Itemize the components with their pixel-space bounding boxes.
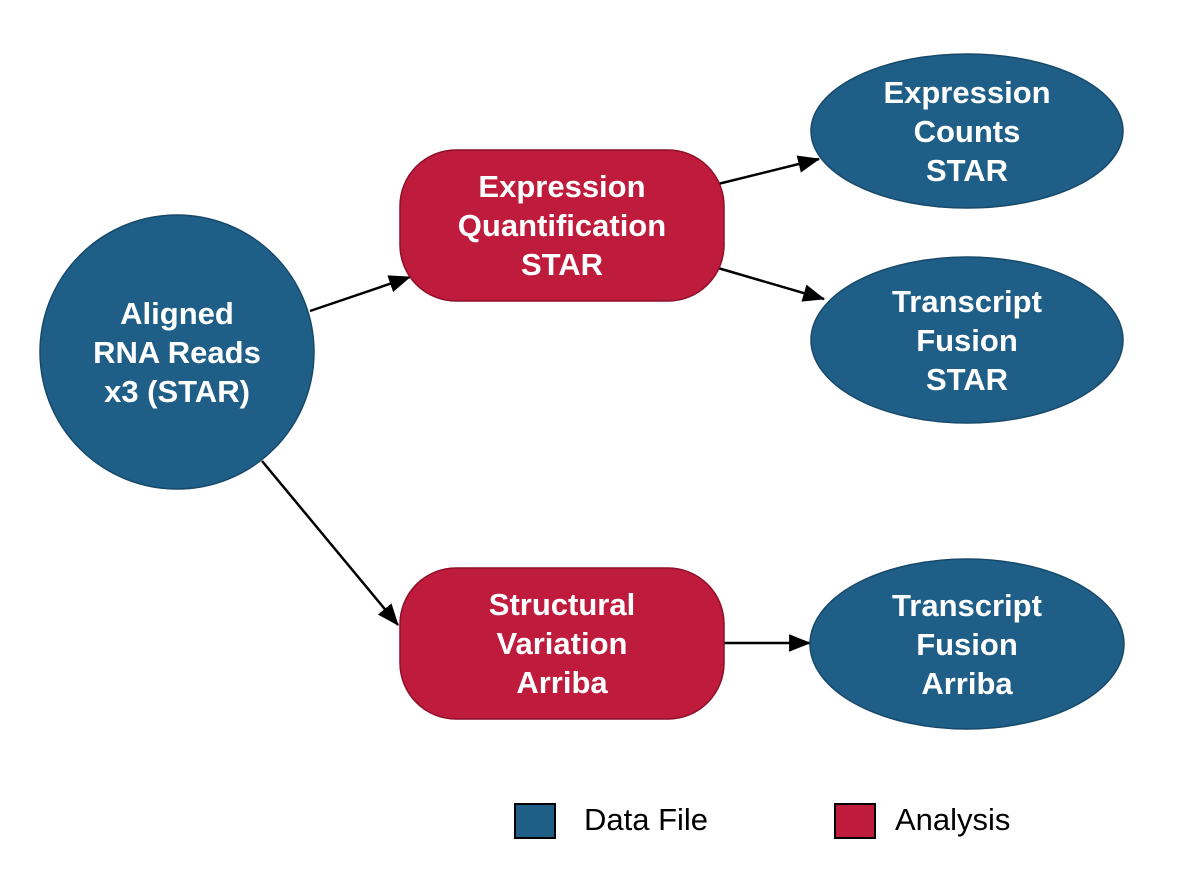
label-line: Expression — [883, 74, 1051, 110]
label-line: Fusion — [916, 322, 1018, 358]
node-structural-variation — [399, 567, 725, 720]
node-expression-quant — [399, 149, 725, 302]
label-aligned-reads: Aligned RNA Reads x3 (STAR) — [40, 215, 314, 489]
label-line: Arriba — [921, 665, 1013, 701]
edge-reads-to-sv — [261, 460, 399, 626]
label-transcript-fusion-arriba: Transcript Fusion Arriba — [810, 566, 1124, 722]
label-line: Variation — [496, 626, 628, 661]
label-structural-variation: Structural Variation Arriba — [400, 568, 724, 719]
label-line: Fusion — [916, 626, 1018, 662]
label-line: STAR — [520, 247, 604, 282]
node-transcript-fusion-arriba — [809, 558, 1125, 730]
label-line: Quantification — [457, 208, 667, 243]
label-expression-quant: Expression Quantification STAR — [400, 150, 724, 301]
edge-quant-to-counts — [717, 155, 821, 186]
label-line: Aligned — [120, 295, 234, 331]
node-transcript-fusion-star — [810, 256, 1124, 424]
edge-quant-to-fusion-star — [717, 266, 826, 302]
label-line: Expression — [478, 169, 646, 204]
label-line: x3 (STAR) — [104, 373, 250, 409]
node-aligned-reads — [39, 214, 315, 490]
label-line: Transcript — [892, 587, 1042, 623]
node-expression-counts — [810, 53, 1124, 209]
label-transcript-fusion-star: Transcript Fusion STAR — [811, 262, 1123, 418]
legend-label-data-file: Data File — [584, 802, 709, 837]
label-line: Structural — [488, 587, 636, 622]
label-expression-counts: Expression Counts STAR — [811, 54, 1123, 208]
edge-reads-to-quant — [309, 275, 412, 313]
legend-swatch-data-file — [514, 803, 556, 839]
label-line: Transcript — [892, 283, 1042, 319]
label-line: STAR — [925, 152, 1009, 188]
label-line: STAR — [925, 361, 1009, 397]
label-line: Counts — [913, 113, 1021, 149]
legend-label-analysis: Analysis — [895, 802, 1011, 837]
label-line: RNA Reads — [93, 334, 261, 370]
legend-swatch-analysis — [834, 803, 876, 839]
label-line: Arriba — [516, 665, 608, 700]
